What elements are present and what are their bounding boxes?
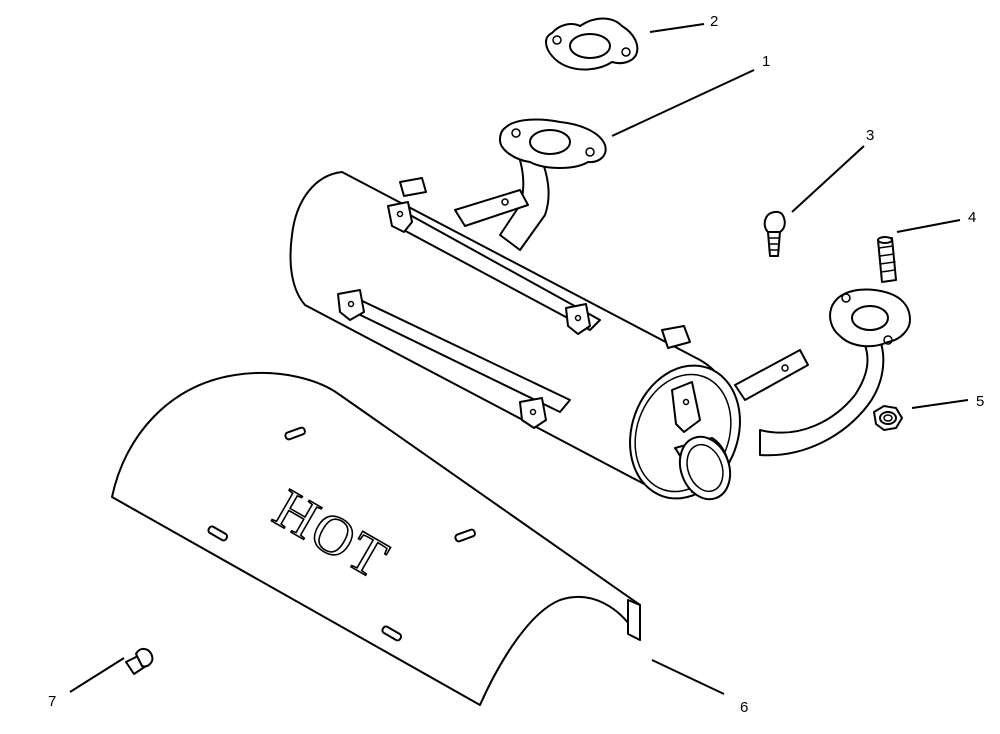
callout-4: 4 bbox=[968, 209, 976, 226]
muffler-assembly bbox=[289, 118, 911, 501]
screw bbox=[125, 648, 154, 675]
callout-1: 1 bbox=[762, 53, 770, 70]
leader-line-6 bbox=[651, 659, 725, 695]
leader-line-1 bbox=[611, 69, 755, 137]
callout-6: 6 bbox=[740, 699, 748, 716]
callout-labels: 1 2 3 4 5 6 7 bbox=[48, 13, 984, 716]
leader-line-7 bbox=[69, 657, 125, 693]
callout-7: 7 bbox=[48, 693, 56, 710]
leader-line-2 bbox=[649, 23, 705, 33]
heat-shield: HOT bbox=[111, 371, 641, 706]
callout-3: 3 bbox=[866, 127, 874, 144]
leader-lines bbox=[69, 23, 969, 695]
leader-line-3 bbox=[791, 145, 865, 213]
callout-5: 5 bbox=[976, 393, 984, 410]
gasket bbox=[545, 17, 639, 71]
leader-line-5 bbox=[911, 399, 969, 409]
stud bbox=[877, 236, 897, 283]
callout-2: 2 bbox=[710, 13, 718, 30]
bolt bbox=[763, 210, 786, 257]
leader-line-4 bbox=[896, 219, 961, 233]
nut bbox=[873, 405, 903, 431]
